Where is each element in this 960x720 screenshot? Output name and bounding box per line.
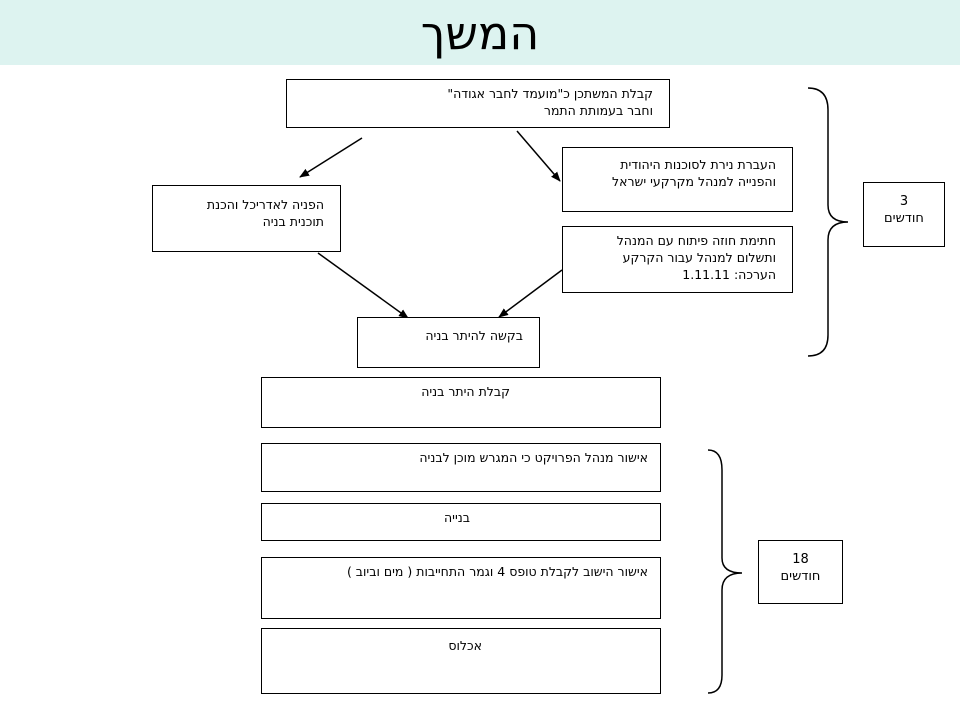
box-permit-request: בקשה להיתר בניה	[357, 317, 540, 368]
arrow-contract-to-permit	[498, 269, 563, 318]
box-pm-approval: אישור מנהל הפרויקט כי המגרש מוכן לבניה	[261, 443, 661, 492]
title-bar	[0, 0, 960, 65]
duration-box-first: 3 חודשים	[863, 182, 945, 247]
duration-box-second: 18 חודשים	[758, 540, 843, 604]
arrow-architect-to-permit	[317, 252, 409, 319]
box-construction: בנייה	[261, 503, 661, 541]
brace-bottom	[707, 449, 743, 694]
arrow-top-to-architect	[299, 137, 363, 178]
box-architect-referral: הפניה לאדריכל והכנת תוכנית בניה	[152, 185, 341, 252]
box-receive-entrepreneur: קבלת המשתכן כ"מועמד לחבר אגודה" וחבר בעמ…	[286, 79, 670, 128]
box-transfer-paper: העברת נירת לסוכנות היהודית והפנייה למנהל…	[562, 147, 793, 212]
slide-title: המשך	[420, 6, 540, 60]
box-settlement-approval: אישור הישוב לקבלת טופס 4 וגמר התחייבות (…	[261, 557, 661, 619]
box-occupancy: אכלוס	[261, 628, 661, 694]
box-sign-contract: חתימת חוזה פיתוח עם המנהל ותשלום למנהל ע…	[562, 226, 793, 293]
arrow-top-to-transfer	[516, 130, 561, 182]
box-permit-receipt: קבלת היתר בניה	[261, 377, 661, 428]
brace-top	[807, 87, 849, 357]
